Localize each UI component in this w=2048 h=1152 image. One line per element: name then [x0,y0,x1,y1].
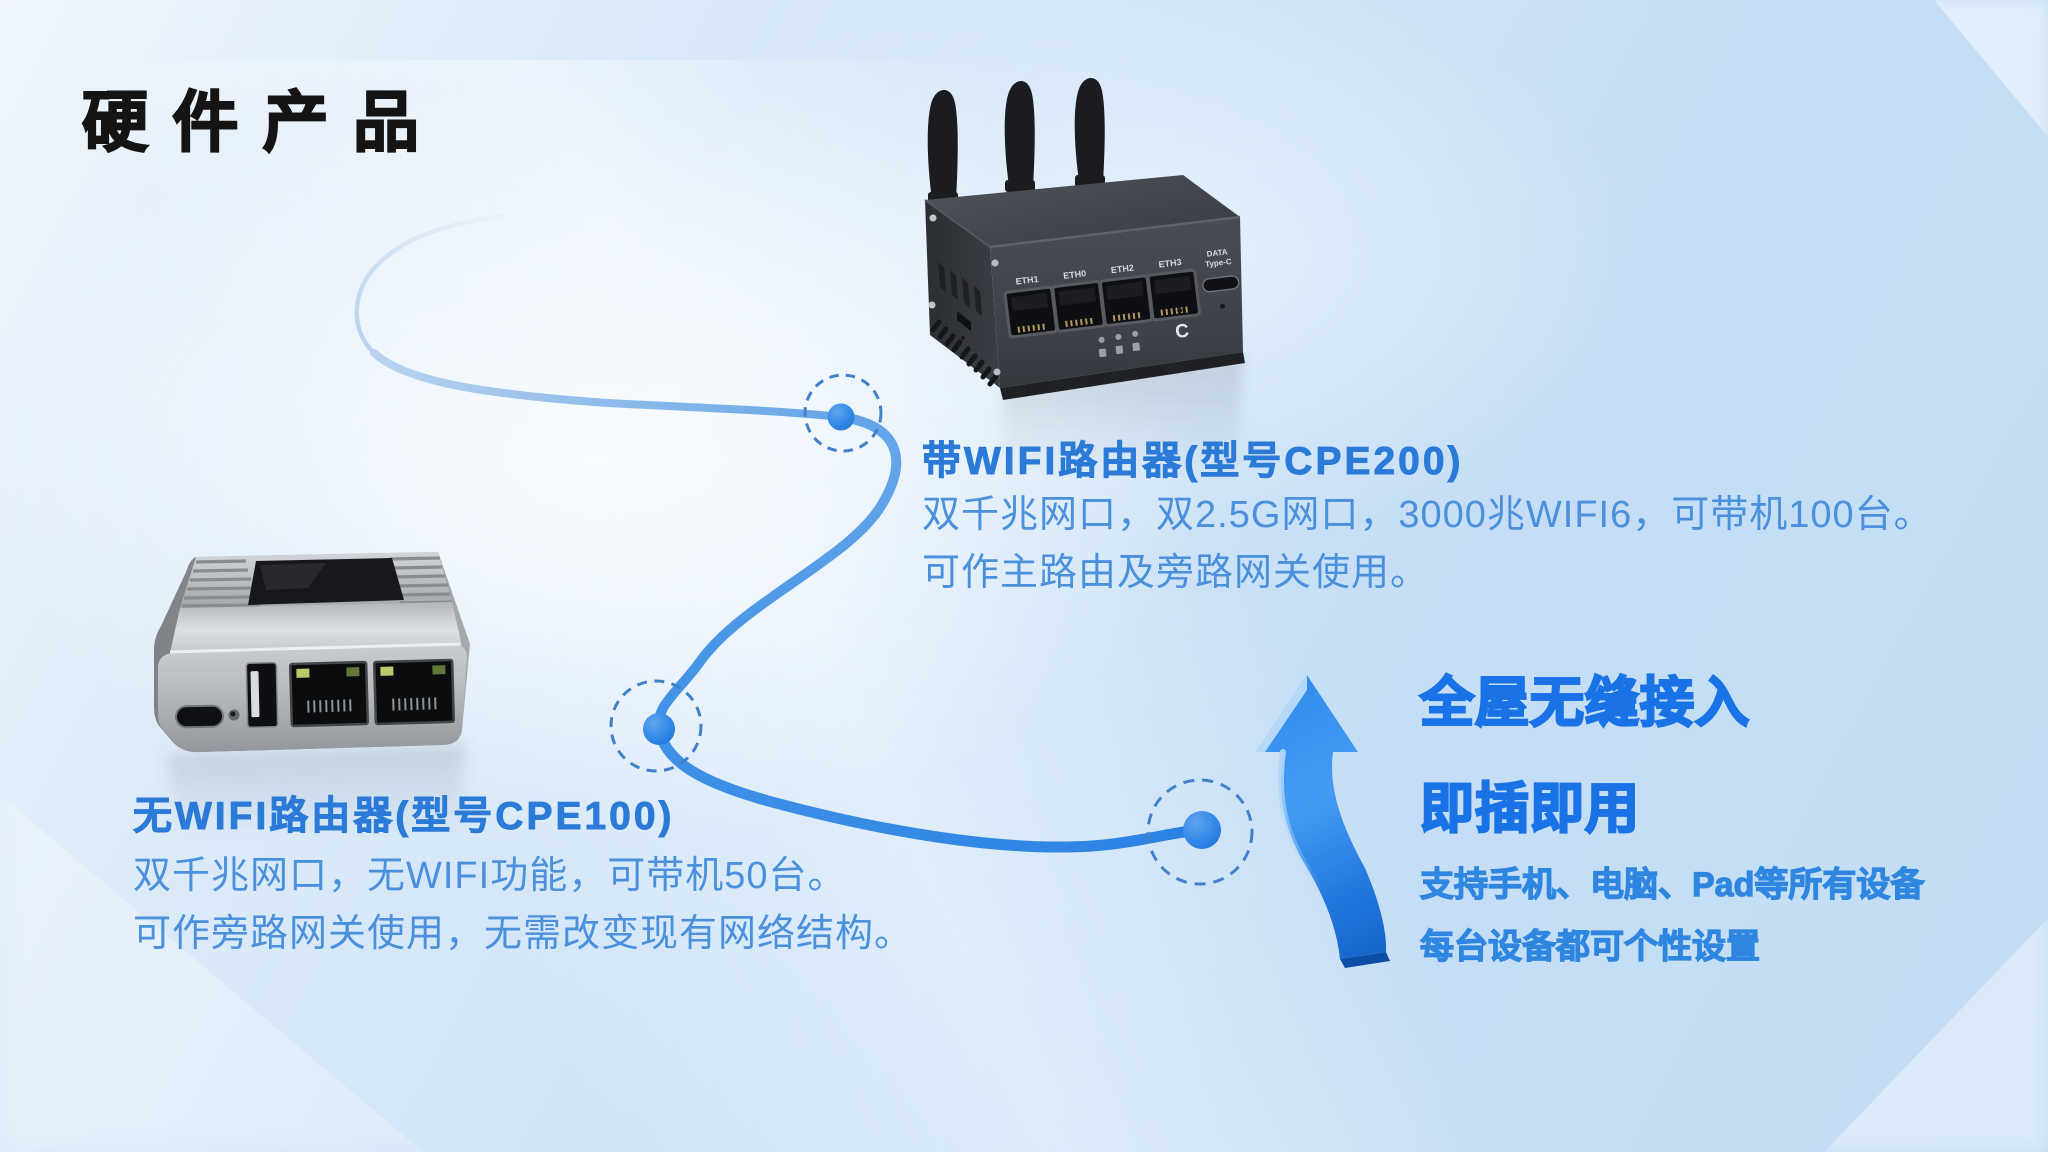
curve-node-2 [609,679,703,773]
curve-segment-2 [370,349,845,421]
sd-slot [957,311,971,331]
curve-node-3 [1146,778,1254,886]
arrow-head-glint [1256,675,1307,752]
port-labels: ETH1 ETH0 ETH2 ETH3 [1015,257,1182,287]
router-antennas [927,78,1105,204]
port-label-eth0: ETH0 [1063,268,1087,281]
arrow-left-sheen [1277,749,1343,960]
arrow-bottom-edge [1340,952,1390,968]
usb-port [245,661,279,729]
router-leds [1098,330,1141,358]
node-dot-3 [1183,811,1221,849]
curve-segment-1 [354,213,508,356]
cpe100-spec-line1: 双千兆网口，无WIFI功能，可带机50台。 [133,855,847,897]
cpe100-spec-line2: 可作旁路网关使用，无需改变现有网络结构。 [133,913,914,955]
node-dashed-ring-1 [803,373,883,453]
highlight-sub-1: 支持手机、电脑、Pad等所有设备 [1419,866,1925,904]
node-dot-1 [827,403,855,431]
page-title: 硬 件 产 品 [81,85,423,159]
router-bottom-vents [930,319,999,387]
cpe200-spec-line1: 双千兆网口，双2.5G网口，3000兆WIFI6，可带机100台。 [922,494,1933,536]
curve-segment-4 [653,723,1208,853]
heatsink-fins-right [389,556,453,605]
node-dashed-ring-3 [1146,778,1254,886]
router-cpe200-photo: ETH1 ETH0 ETH2 ETH3 DATA Type-C [924,78,1245,475]
router-front-panel: ETH1 ETH0 ETH2 ETH3 DATA Type-C [1003,247,1240,358]
upward-arrow [1256,675,1390,968]
highlight-headline-1: 全屋无缝接入 [1419,673,1750,733]
cpe100-reflection [166,744,466,835]
curve-segment-3 [653,412,902,734]
cpe200-spec-line2: 可作主路由及旁路网关使用。 [922,552,1430,594]
highlights-block: 全屋无缝接入 即插即用 支持手机、电脑、Pad等所有设备 每台设备都可个性设置 [1419,673,1925,966]
cpe200-name: 带WIFI路由器(型号CPE200) [922,440,1464,483]
curve-node-1 [803,373,883,453]
connector-curve [354,213,1208,853]
router-side-vents [938,262,982,316]
highlight-sub-2: 每台设备都可个性设置 [1419,928,1760,966]
heatsink-fins-left [181,559,261,608]
cpe200-info-block: 带WIFI路由器(型号CPE200) 双千兆网口，双2.5G网口，3000兆WI… [922,440,1933,612]
node-dot-2 [643,713,675,745]
typec-label-1: DATA [1206,247,1228,258]
router-cpe100-photo [154,552,470,835]
router-logo: C [1174,320,1190,343]
port-label-eth2: ETH2 [1110,263,1134,276]
cpe100-info-block: 无WIFI路由器(型号CPE100) 双千兆网口，无WIFI功能，可带机50台。… [133,795,914,973]
ethernet-ports [1003,268,1202,339]
node-dashed-ring-2 [609,679,703,773]
port-label-eth3: ETH3 [1158,257,1182,270]
highlight-headline-2: 即插即用 [1419,779,1640,839]
lan-ports [288,658,456,728]
typec-label-2: Type-C [1205,257,1233,269]
port-label-eth1: ETH1 [1015,274,1039,287]
typec-port [174,704,224,729]
router-typec-port: DATA Type-C [1202,247,1240,293]
cpe100-name: 无WIFI路由器(型号CPE100) [133,795,675,838]
arrow-body [1256,675,1387,959]
